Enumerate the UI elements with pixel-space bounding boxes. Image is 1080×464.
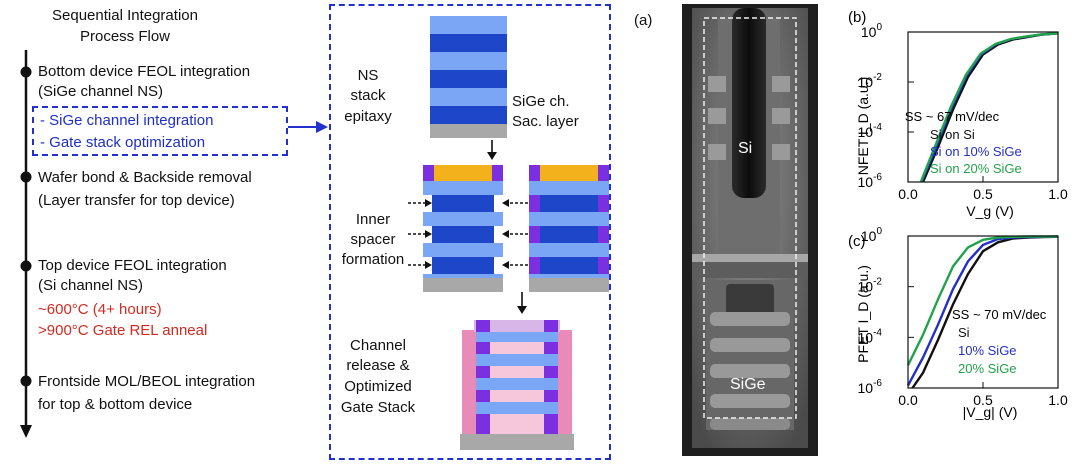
chart-b-panel-label: (b) [848, 9, 866, 26]
chart-b-ylabel: NFET I_D (a.u.) [855, 77, 871, 176]
c-ytick-label: 10-4 [858, 327, 883, 345]
c-legend-entry: 20% SiGe [958, 361, 1017, 376]
opt-line2: - Gate stack optimization [40, 134, 206, 151]
step3-line2: (Si channel NS) [38, 277, 144, 294]
inner-label-line1: Inner [355, 211, 391, 228]
step4-line2: for top & bottom device [38, 396, 193, 413]
optimization-box [32, 106, 288, 156]
b-ytick-label: 100 [861, 22, 883, 40]
tem-image [682, 4, 818, 456]
process-box [329, 4, 611, 460]
step3-line1: Top device FEOL integration [38, 257, 227, 274]
chart-c-panel-label: (c) [848, 233, 866, 250]
sac-layer-label: Sac. layer [512, 113, 579, 130]
c-legend-entry: 10% SiGe [958, 343, 1017, 358]
b-ytick-label: 10-2 [858, 72, 883, 90]
b-series-line [921, 32, 1059, 183]
ns-layer-light [430, 88, 507, 106]
release-label-line3: Optimized [344, 378, 412, 395]
timeline-dot-1 [20, 66, 32, 78]
b-legend-entry: Si on 20% SiGe [930, 161, 1022, 176]
b-xtick-label: 0.5 [973, 186, 993, 202]
chart-b-annotation: SS ~ 67 mV/dec [905, 109, 1000, 124]
ns-layer-dark [430, 34, 507, 52]
inner-spacer-stack-right [529, 165, 609, 292]
inner-label-line2: spacer [350, 231, 396, 248]
c-ytick-label: 100 [861, 226, 883, 244]
release-label-line4: Gate Stack [340, 399, 416, 416]
b-xtick-label: 0.0 [898, 186, 918, 202]
ns-substrate [430, 124, 507, 138]
tem-sige-label: SiGe [730, 376, 766, 393]
ns-label-line3: epitaxy [344, 108, 392, 125]
tem-si-label: Si [738, 140, 753, 157]
tem-region-box [703, 17, 797, 419]
chart-c-xticks: 0.0 0.5 1.0 [898, 382, 1068, 408]
c-ytick-label: 10-2 [858, 277, 883, 295]
temp-line1: ~600°C (4+ hours) [38, 301, 162, 318]
opt-arrow [288, 121, 328, 133]
inner-label-line3: formation [341, 251, 405, 268]
chart-b-xlabel: V_g (V) [966, 203, 1013, 219]
process-arrow-1 [487, 140, 497, 160]
timeline-arrowhead [20, 425, 32, 438]
b-series-line [920, 32, 1059, 183]
flow-timeline [20, 50, 32, 438]
chart-c-xlabel: |V_g| (V) [963, 404, 1018, 420]
timeline-dot-3 [20, 260, 32, 272]
b-legend-entry: Si on 10% SiGe [930, 144, 1022, 159]
timeline-dot-2 [20, 171, 32, 183]
ns-layer-light [430, 16, 507, 34]
process-arrow-2 [517, 292, 527, 314]
gate-stack-diagram [460, 320, 574, 450]
step1-line2: (SiGe channel NS) [38, 83, 164, 100]
tem-panel-label: (a) [634, 12, 653, 29]
ns-layer-light [430, 52, 507, 70]
b-ytick-label: 10-6 [858, 172, 883, 190]
etch-arrows [408, 199, 528, 269]
ns-layer-dark [430, 106, 507, 124]
step4-line1: Frontside MOL/BEOL integration [38, 373, 256, 390]
c-xtick-label: 0.0 [898, 392, 918, 408]
step1-line1: Bottom device FEOL integration [38, 63, 251, 80]
chart-b-xticks: 0.0 0.5 1.0 [898, 176, 1068, 202]
chart-b-frame [907, 31, 1059, 183]
c-ytick-label: 10-6 [858, 378, 883, 396]
release-label-line1: Channel [350, 337, 406, 354]
timeline-dot-4 [20, 375, 32, 387]
chart-c-ylabel: PFET I_D (a.u.) [855, 265, 871, 363]
b-ytick-label: 10-4 [858, 122, 883, 140]
flow-title-line1: Sequential Integration [52, 7, 198, 24]
c-xtick-label: 1.0 [1048, 392, 1068, 408]
release-label-line2: release & [346, 357, 410, 374]
temp-line2: >900°C Gate REL anneal [38, 322, 208, 339]
chart-c-frame [907, 235, 1059, 389]
inner-spacer-stack-left [423, 165, 503, 292]
b-legend-entry: Si on Si [930, 127, 975, 142]
c-legend-entry: Si [958, 325, 970, 340]
ns-stack-diagram [430, 16, 507, 138]
c-xtick-label: 0.5 [973, 392, 993, 408]
chart-c-annotation: SS ~ 70 mV/dec [952, 307, 1047, 322]
flow-title-line2: Process Flow [79, 28, 171, 45]
ns-label-line2: stack [350, 87, 386, 104]
step2-line2: (Layer transfer for top device) [38, 192, 235, 209]
sige-ch-label: SiGe ch. [512, 93, 570, 110]
opt-line1: - SiGe channel integration [40, 112, 214, 129]
b-xtick-label: 1.0 [1048, 186, 1068, 202]
ns-layer-dark [430, 70, 507, 88]
step2-line1: Wafer bond & Backside removal [38, 169, 252, 186]
b-series-line [919, 32, 1059, 183]
ns-label-line1: NS [357, 67, 379, 84]
